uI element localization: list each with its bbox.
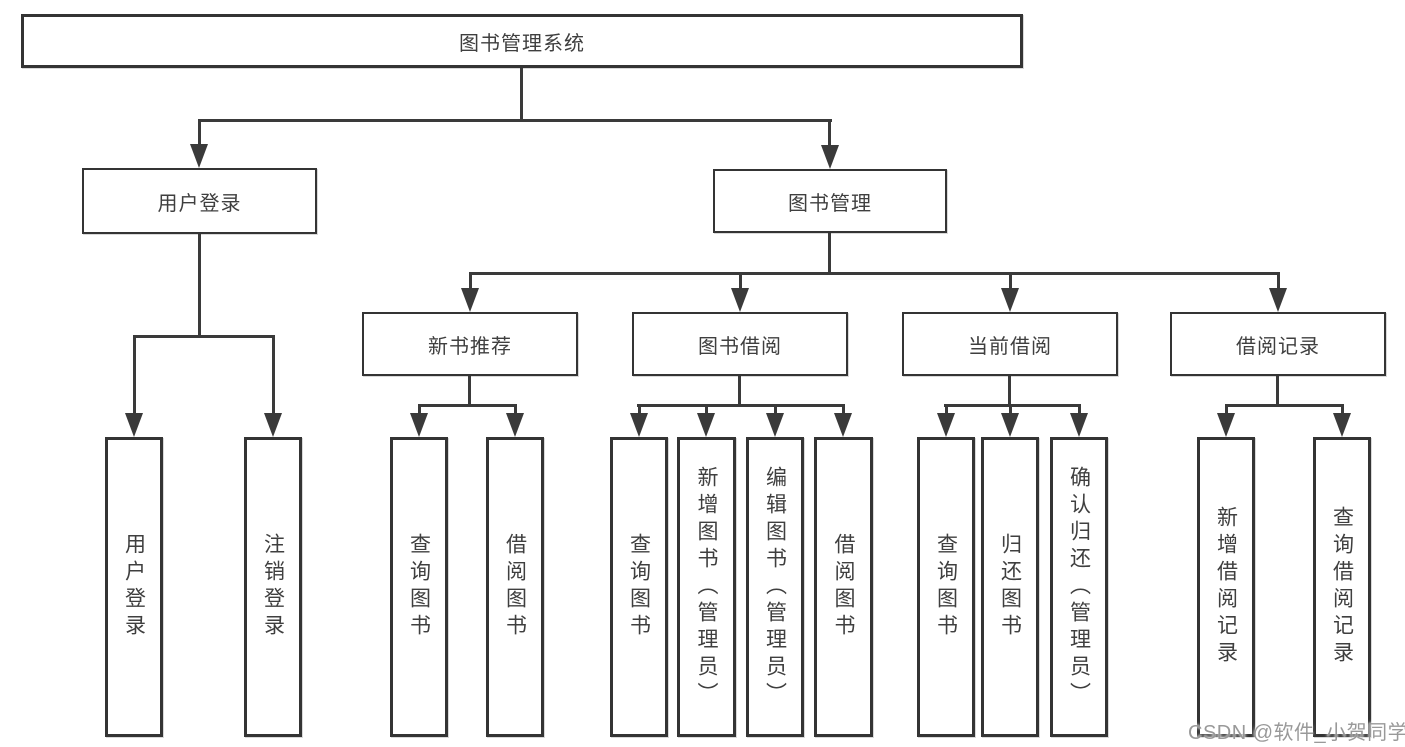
leaf-label: 借阅图书 (832, 533, 855, 641)
connector-arrow-down (125, 413, 143, 437)
connector-arrow-down (731, 288, 749, 312)
connector-arrow-down (461, 288, 479, 312)
connector-line (828, 233, 831, 273)
leaf-label: 注销登录 (261, 533, 285, 641)
node-label: 图书借阅 (698, 335, 782, 358)
connector-arrow-down (697, 413, 715, 437)
connector-arrow-down (834, 413, 852, 437)
leaf-label: 用户登录 (122, 533, 146, 641)
leaf-query-borrow-record: 查询借阅记录 (1313, 437, 1371, 737)
connector-line (1225, 404, 1343, 407)
node-label: 借阅记录 (1236, 335, 1320, 358)
node-new-book-recommend: 新书推荐 (362, 312, 578, 376)
leaf-label: 确认归还（管理员） (1067, 465, 1091, 709)
connector-arrow-down (506, 413, 524, 437)
connector-line (520, 68, 523, 120)
connector-arrow-down (1217, 413, 1235, 437)
connector-line (738, 376, 741, 406)
connector-line (638, 404, 641, 416)
connector-line (468, 376, 471, 406)
connector-line (418, 404, 421, 416)
leaf-add-borrow-record: 新增借阅记录 (1197, 437, 1255, 737)
leaf-user-login: 用户登录 (105, 437, 163, 737)
connector-arrow-down (1070, 413, 1088, 437)
connector-line (774, 404, 777, 416)
connector-line (739, 272, 742, 290)
leaf-label: 查询图书 (407, 533, 431, 641)
node-user-login: 用户登录 (82, 168, 317, 234)
connector-line (828, 119, 831, 148)
connector-arrow-down (821, 145, 839, 169)
connector-arrow-down (410, 413, 428, 437)
connector-line (945, 404, 948, 416)
leaf-label: 查询图书 (934, 533, 958, 641)
leaf-label: 借阅图书 (503, 533, 527, 641)
connector-arrow-down (937, 413, 955, 437)
connector-line (944, 404, 1081, 407)
leaf-logout: 注销登录 (244, 437, 302, 737)
leaf-current-query-books: 查询图书 (917, 437, 975, 737)
leaf-add-books-admin: 新增图书（管理员） (677, 437, 736, 737)
node-label: 当前借阅 (968, 335, 1052, 358)
node-label: 图书管理系统 (459, 32, 585, 55)
connector-line (705, 404, 708, 416)
connector-arrow-down (1269, 288, 1287, 312)
leaf-label: 新增借阅记录 (1214, 506, 1238, 668)
connector-line (1009, 404, 1012, 416)
connector-line (1276, 376, 1279, 406)
connector-arrow-down (1001, 288, 1019, 312)
connector-line (842, 404, 845, 416)
connector-arrow-down (630, 413, 648, 437)
node-borrow-records: 借阅记录 (1170, 312, 1386, 376)
connector-arrow-down (264, 413, 282, 437)
node-book-management: 图书管理 (713, 169, 947, 233)
leaf-recommend-borrow-books: 借阅图书 (486, 437, 544, 737)
leaf-label: 归还图书 (998, 533, 1022, 641)
connector-arrow-down (766, 413, 784, 437)
connector-line (1009, 272, 1012, 290)
leaf-label: 编辑图书（管理员） (763, 465, 787, 709)
leaf-label: 查询图书 (627, 533, 651, 641)
connector-arrow-down (1001, 413, 1019, 437)
leaf-borrow-books: 借阅图书 (814, 437, 873, 737)
connector-line (1078, 404, 1081, 416)
leaf-edit-books-admin: 编辑图书（管理员） (746, 437, 804, 737)
connector-line (637, 404, 845, 407)
leaf-confirm-return-admin: 确认归还（管理员） (1050, 437, 1108, 737)
connector-line (1341, 404, 1344, 416)
connector-line (133, 335, 136, 415)
connector-arrow-down (1333, 413, 1351, 437)
node-root-library-system: 图书管理系统 (21, 14, 1023, 68)
connector-line (198, 119, 201, 148)
connector-arrow-down (190, 144, 208, 168)
connector-line (272, 335, 275, 415)
leaf-borrow-query-books: 查询图书 (610, 437, 668, 737)
connector-line (469, 272, 1280, 275)
connector-line (1008, 376, 1011, 406)
csdn-watermark: CSDN @软件_小贺同学 (1188, 722, 1405, 744)
node-book-borrow: 图书借阅 (632, 312, 848, 376)
leaf-recommend-query-books: 查询图书 (390, 437, 448, 737)
node-label: 图书管理 (788, 192, 872, 215)
connector-line (133, 335, 274, 338)
connector-line (1277, 272, 1280, 290)
leaf-label: 新增图书（管理员） (695, 465, 718, 709)
connector-line (1225, 404, 1228, 416)
connector-line (418, 404, 517, 407)
connector-line (198, 234, 201, 336)
connector-line (514, 404, 517, 416)
node-label: 用户登录 (157, 192, 242, 215)
connector-line (198, 119, 832, 122)
node-label: 新书推荐 (428, 335, 512, 358)
leaf-return-books: 归还图书 (981, 437, 1039, 737)
connector-line (469, 272, 472, 290)
leaf-label: 查询借阅记录 (1330, 506, 1354, 668)
node-current-borrow: 当前借阅 (902, 312, 1118, 376)
